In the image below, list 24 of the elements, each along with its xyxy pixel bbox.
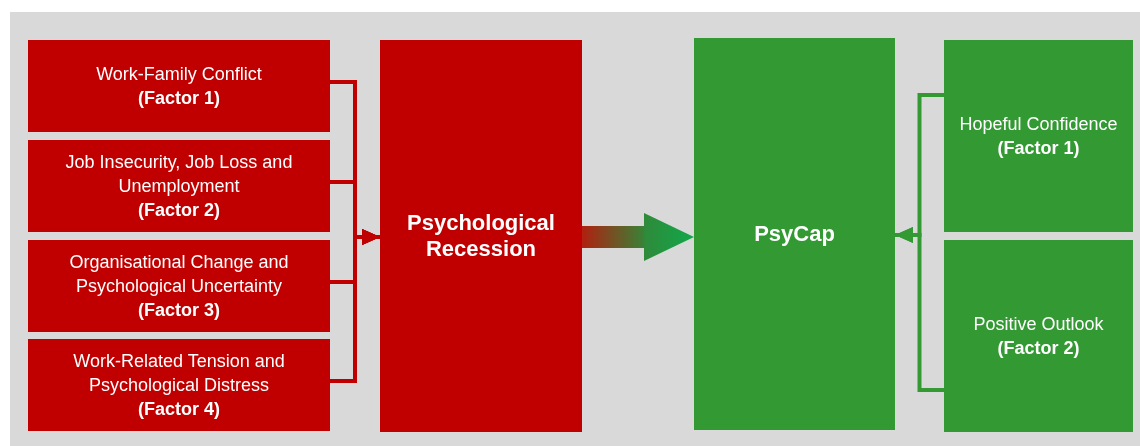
factor-label: (Factor 3) bbox=[138, 299, 220, 322]
factor-label: (Factor 2) bbox=[997, 337, 1080, 360]
node-label: PsyCap bbox=[754, 221, 835, 247]
node-label: Psychological Recession bbox=[406, 210, 556, 262]
factor-box bbox=[944, 240, 1133, 432]
connector-arrow bbox=[330, 229, 380, 383]
node-label: Work-Related Tension and Psychological Distress bbox=[72, 350, 286, 397]
factor-label: (Factor 1) bbox=[997, 137, 1080, 160]
factor-box bbox=[28, 40, 330, 132]
outcome-box bbox=[380, 40, 582, 432]
node-label: Work-Family Conflict bbox=[96, 63, 262, 86]
outcome-box bbox=[694, 38, 895, 430]
node-label: Organisational Change and Psychological Uncertainty bbox=[68, 251, 290, 298]
factor-box bbox=[28, 339, 330, 431]
factor-box bbox=[28, 140, 330, 232]
node-label: Hopeful Confidence bbox=[959, 113, 1118, 136]
factor-box bbox=[28, 240, 330, 332]
node-label: Job Insecurity, Job Loss and Unemployment bbox=[64, 151, 294, 198]
thick-arrow bbox=[582, 213, 694, 261]
factor-label: (Factor 4) bbox=[138, 398, 220, 421]
factor-box bbox=[944, 40, 1133, 232]
factor-label: (Factor 1) bbox=[138, 87, 220, 110]
factor-label: (Factor 2) bbox=[138, 199, 220, 222]
node-label: Positive Outlook bbox=[973, 313, 1104, 336]
